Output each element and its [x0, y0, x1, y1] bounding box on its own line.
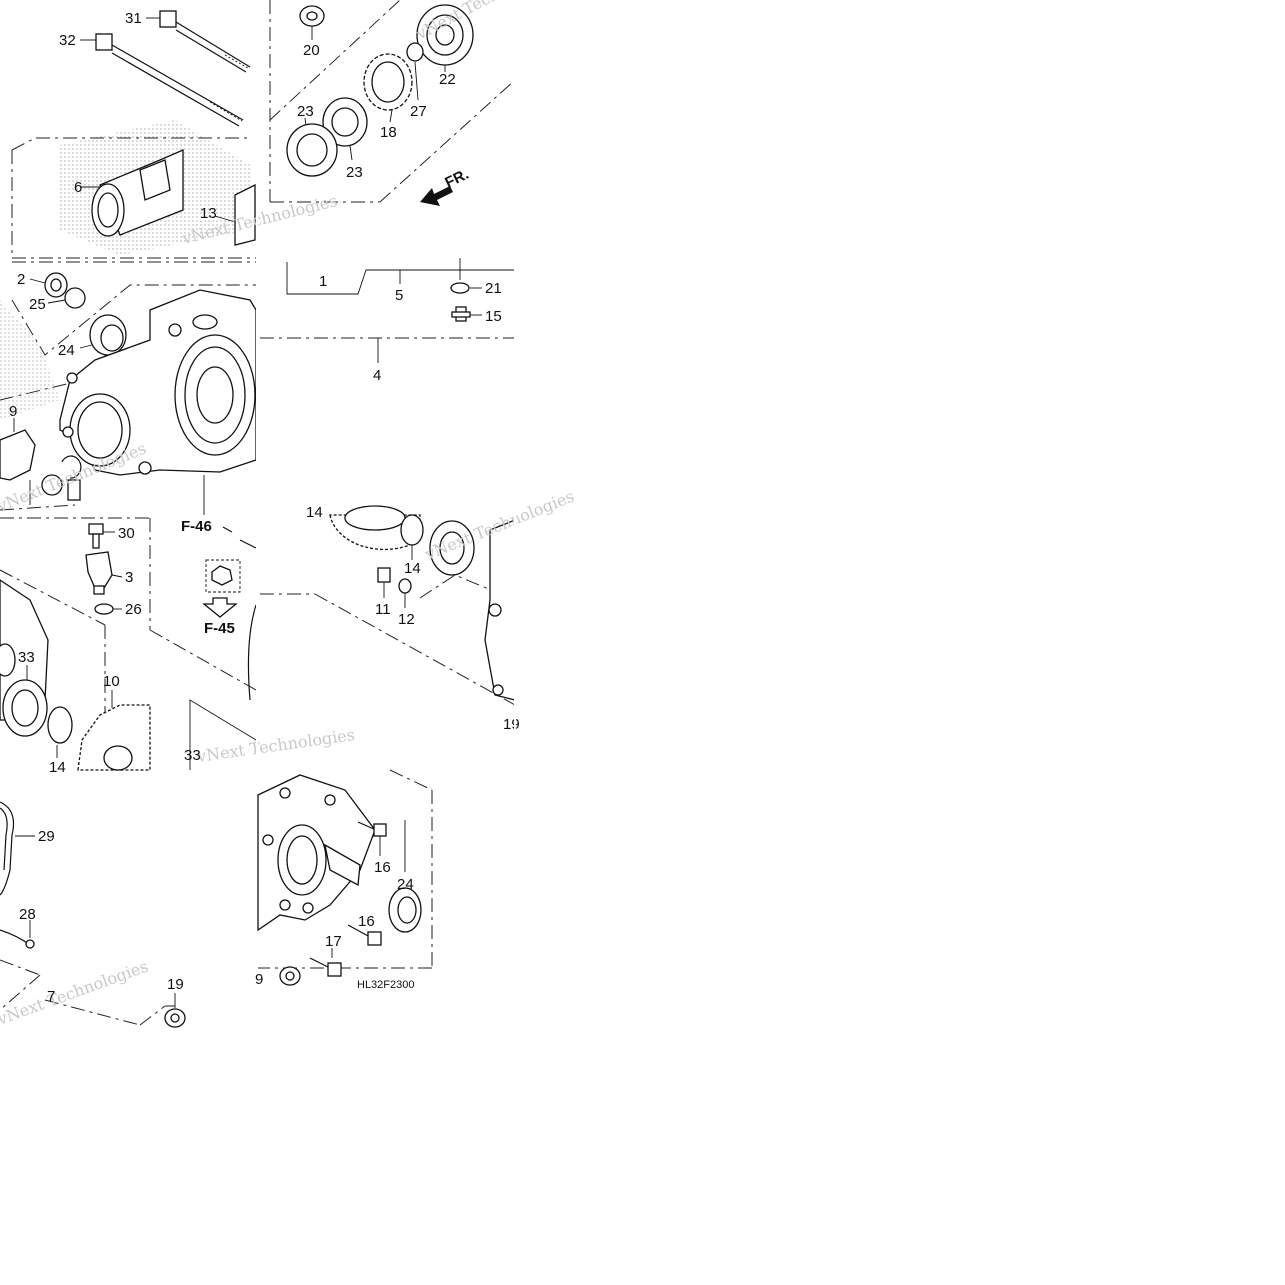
- bearing-22: [416, 4, 474, 72]
- callout-20: 20: [303, 42, 320, 59]
- callout-33-left: 33: [18, 649, 35, 666]
- callout-22: 22: [439, 71, 456, 88]
- callout-13: 13: [200, 205, 217, 222]
- gear-18: [363, 53, 413, 123]
- seal-23-a: [322, 97, 368, 161]
- front-direction-arrow: [420, 186, 453, 206]
- callout-30: 30: [118, 525, 135, 542]
- callout-19-bottom: 19: [167, 976, 184, 993]
- tile-housing: [0, 261, 257, 515]
- callout-4: 4: [373, 367, 381, 384]
- callout-19-right: 19: [503, 716, 520, 733]
- bolt-32: [95, 33, 244, 127]
- ref-f46: F-46: [181, 518, 212, 535]
- bolt-15: [451, 306, 482, 322]
- callout-9-bottom: 9: [255, 971, 263, 988]
- bolt-16-upper: [357, 821, 387, 856]
- seal-23-b: [286, 117, 338, 177]
- tile-top-left: [11, 10, 256, 259]
- callout-27: 27: [410, 103, 427, 120]
- callout-14-left: 14: [49, 759, 66, 776]
- bolt-16-lower: [347, 924, 382, 946]
- callout-18: 18: [380, 124, 397, 141]
- watermark-4: vNext Technologies: [195, 725, 356, 766]
- tile-bottom-left: [0, 801, 186, 1028]
- tile-seams: [256, 0, 516, 770]
- callout-12: 12: [398, 611, 415, 628]
- gear-10: [77, 690, 151, 771]
- callout-2: 2: [17, 271, 25, 288]
- bearing-33-left: [2, 665, 48, 737]
- callout-29: 29: [38, 828, 55, 845]
- cap-2: [29, 272, 68, 298]
- callout-6: 6: [74, 179, 82, 196]
- nut-19-cover: [279, 966, 301, 986]
- callout-24-right: 24: [397, 876, 414, 893]
- callout-23-bottom: 23: [346, 164, 363, 181]
- callout-5: 5: [395, 287, 403, 304]
- cover-housing: [257, 774, 376, 932]
- callout-23-top: 23: [297, 103, 314, 120]
- callout-15: 15: [485, 308, 502, 325]
- plug-11: [377, 567, 391, 598]
- callout-14-right: 14: [404, 560, 421, 577]
- tile-right-gears: [260, 505, 516, 706]
- callout-24-left: 24: [58, 342, 75, 359]
- tile-sensor: [0, 517, 257, 771]
- bolt-30: [88, 523, 115, 549]
- bolt-31: [159, 10, 251, 73]
- ref-arrow-f45: [202, 597, 238, 618]
- callout-32: 32: [59, 32, 76, 49]
- tile-top-right: [269, 0, 516, 206]
- callout-3: 3: [125, 569, 133, 586]
- callout-14-top: 14: [306, 504, 323, 521]
- bolt-17: [309, 948, 342, 977]
- callout-10: 10: [103, 673, 120, 690]
- nut-19-left: [164, 993, 186, 1028]
- tile-cover: [257, 769, 433, 986]
- flange-6: [80, 149, 184, 237]
- speed-sensor-3: [85, 551, 123, 595]
- callout-21: 21: [485, 280, 502, 297]
- seal-24-cover: [388, 820, 422, 933]
- callout-33-right: 33: [184, 747, 201, 764]
- callout-28: 28: [19, 906, 36, 923]
- diagram-code: HL32F2300: [357, 979, 415, 991]
- nut-20: [299, 5, 325, 40]
- callout-17: 17: [325, 933, 342, 950]
- callout-31: 31: [125, 10, 142, 27]
- callout-16-top: 16: [374, 859, 391, 876]
- callout-26: 26: [125, 601, 142, 618]
- gearcase-housing: [59, 289, 257, 476]
- callout-16-bottom: 16: [358, 913, 375, 930]
- watermark-6: vNext Technologies: [0, 957, 151, 1030]
- callout-25: 25: [29, 296, 46, 313]
- callout-11: 11: [375, 601, 391, 618]
- callout-7: 7: [47, 988, 55, 1005]
- bearing-right: [429, 520, 475, 576]
- tile-assembly-numbers: [260, 258, 515, 363]
- callout-9-mid: 9: [9, 403, 17, 420]
- callout-1: 1: [319, 273, 327, 290]
- ref-f45: F-45: [204, 620, 235, 637]
